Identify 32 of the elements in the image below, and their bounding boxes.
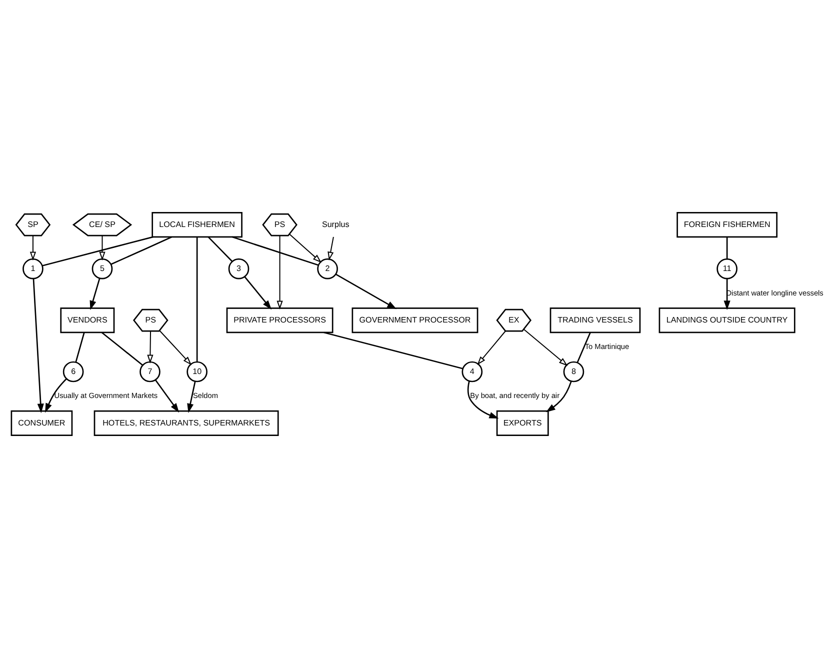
- connector: [102, 332, 143, 366]
- arrow: [328, 236, 334, 260]
- arrow: [477, 330, 506, 365]
- arrow: [90, 278, 100, 310]
- edge-label: Usually at Government Markets: [54, 390, 158, 400]
- arrow: [546, 380, 572, 412]
- arrow: [159, 330, 192, 365]
- arrow: [154, 379, 180, 412]
- arrow: [99, 235, 106, 260]
- connector: [196, 236, 198, 362]
- connector: [42, 236, 154, 266]
- connector: [110, 236, 172, 264]
- arrow: [276, 235, 283, 309]
- connector: [208, 236, 233, 262]
- arrow: [187, 380, 196, 412]
- arrow: [45, 378, 67, 412]
- arrow: [523, 328, 568, 366]
- arrow: [289, 233, 322, 262]
- arrow: [147, 330, 154, 363]
- connector: [324, 331, 463, 369]
- arrow: [467, 380, 499, 418]
- connector: [576, 332, 591, 362]
- arrow: [336, 273, 397, 309]
- edge-label: To Martinique: [584, 342, 630, 351]
- connector: [75, 332, 85, 362]
- edge-label: By boat, and recently by air: [470, 390, 560, 400]
- connector: [726, 236, 728, 258]
- arrow: [32, 278, 44, 413]
- arrow: [30, 235, 36, 260]
- edge-label: Seldom: [192, 390, 218, 400]
- arrow: [244, 276, 272, 310]
- connector: [232, 236, 319, 266]
